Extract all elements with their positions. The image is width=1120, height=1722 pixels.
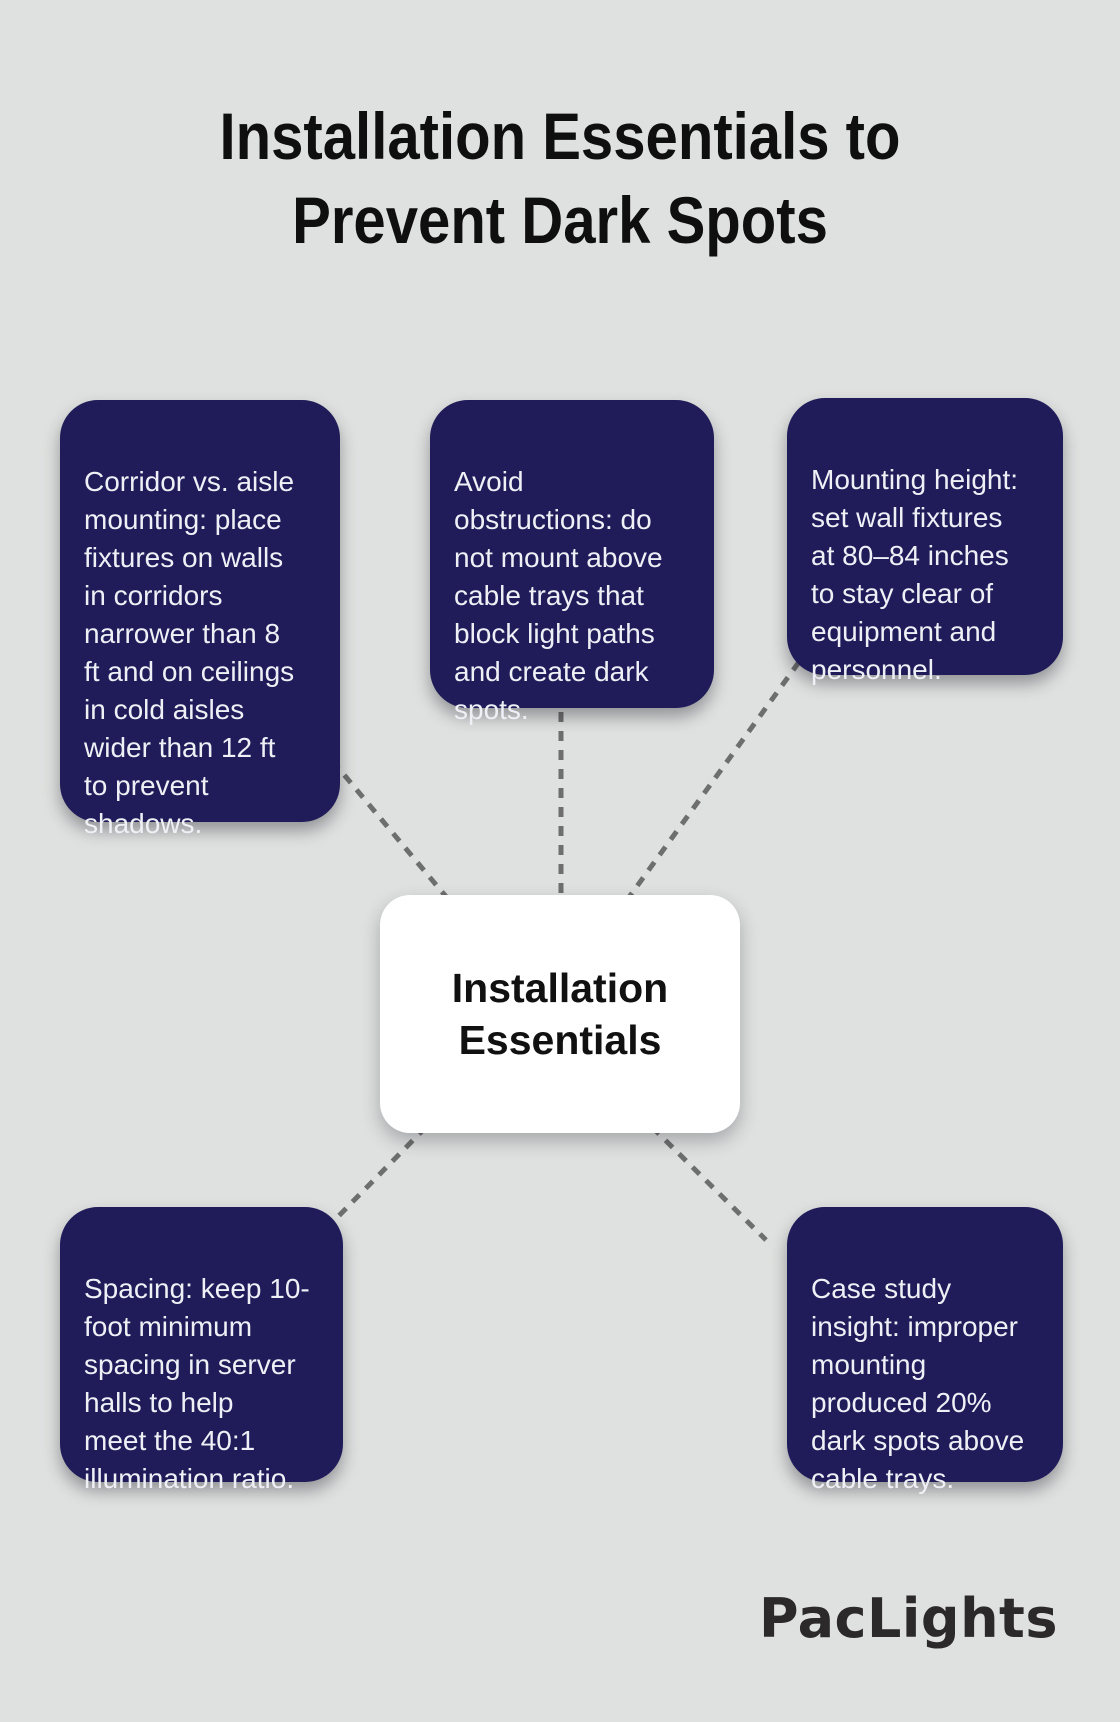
info-card-avoid-obstructions: Avoid obstructions: do not mount above c… (430, 400, 714, 725)
connector-line-casestudy (650, 1125, 768, 1242)
card-text: Spacing: keep 10- foot minimum spacing i… (84, 1273, 310, 1494)
info-card-corridor-vs-aisle: Corridor vs. aisle mounting: place fixtu… (60, 400, 340, 839)
info-card-spacing: Spacing: keep 10- foot minimum spacing i… (60, 1207, 343, 1494)
card-text: Case study insight: improper mounting pr… (811, 1273, 1025, 1494)
connector-line-corridor (318, 744, 460, 913)
connector-line-spacing (316, 1125, 428, 1239)
page-title-line-2: Prevent Dark Spots (292, 183, 828, 257)
info-card-case-study: Case study insight: improper mounting pr… (787, 1207, 1063, 1494)
card-text: Mounting height: set wall fixtures at 80… (811, 464, 1019, 685)
connector-line-mounting (619, 660, 802, 909)
card-text: Avoid obstructions: do not mount above c… (454, 466, 663, 725)
card-text: Corridor vs. aisle mounting: place fixtu… (84, 466, 295, 839)
center-node-label: Installation Essentials (451, 965, 669, 1063)
page-title: Installation Essentials to Prevent Dark … (67, 94, 1053, 262)
page-title-line-1: Installation Essentials to (219, 99, 901, 173)
brand-logo: PacLights (758, 1587, 1058, 1650)
info-card-mounting-height: Mounting height: set wall fixtures at 80… (787, 398, 1063, 685)
center-node: Installation Essentials (380, 895, 740, 1133)
